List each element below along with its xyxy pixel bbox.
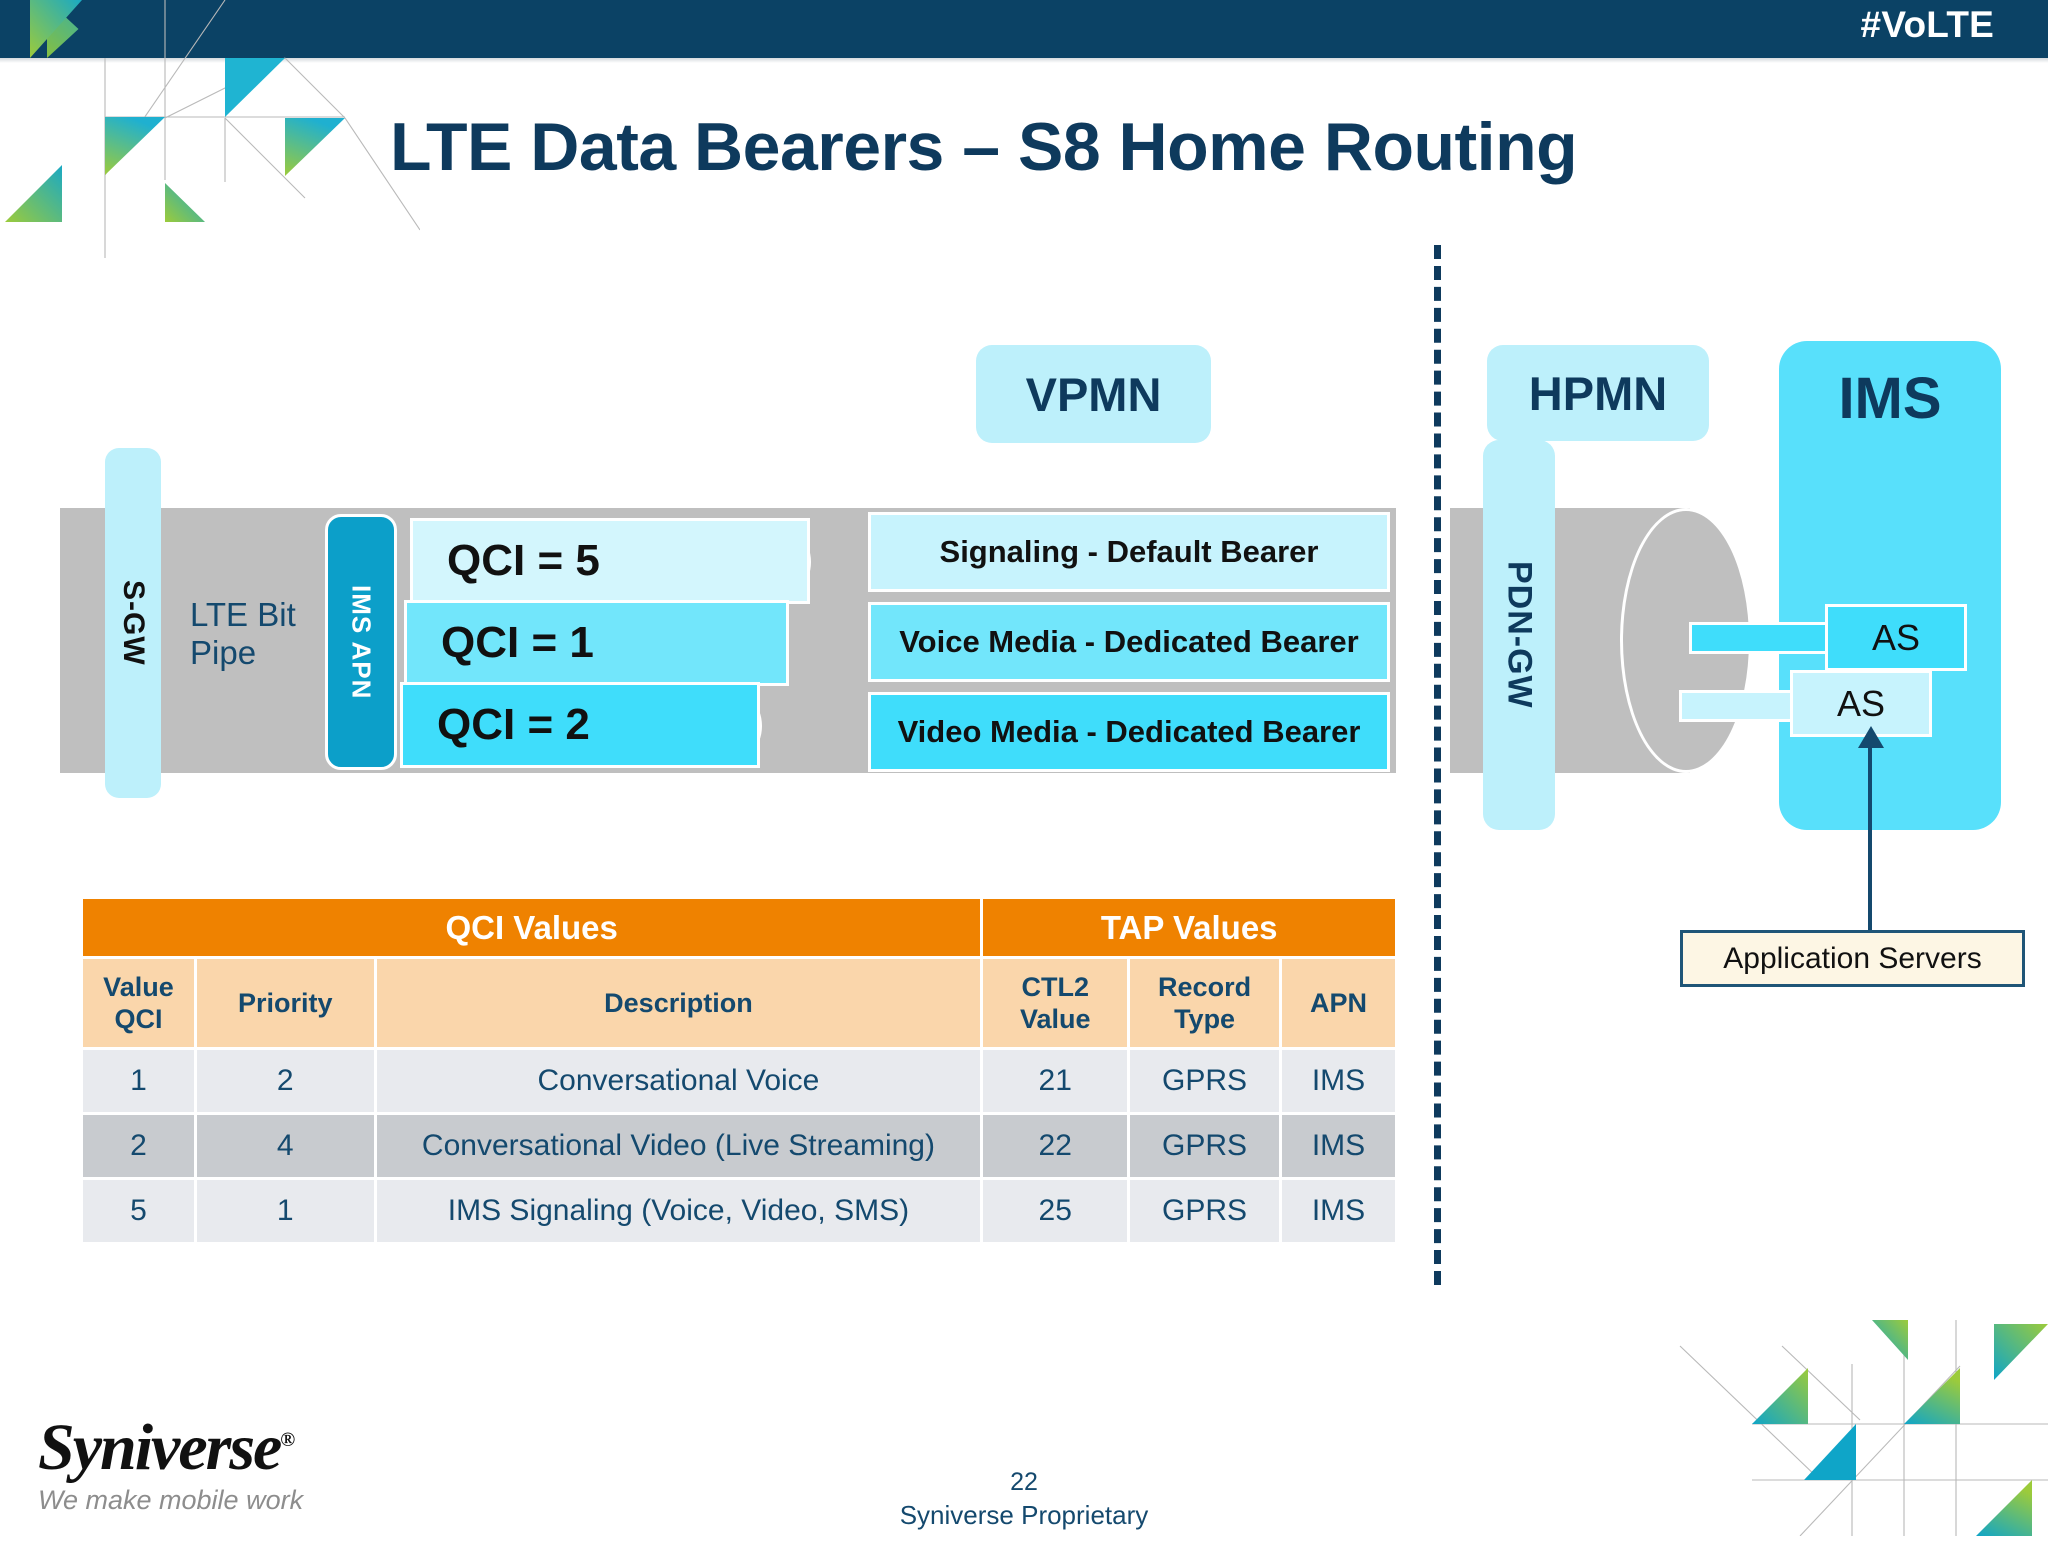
- cell-priority: 4: [196, 1115, 374, 1177]
- col-header-value-qci-line2: QCI: [114, 1004, 163, 1034]
- col-header-record-type: Record Type: [1130, 959, 1280, 1047]
- banner-accent-triangles: [0, 0, 110, 58]
- page-title: LTE Data Bearers – S8 Home Routing: [390, 109, 1578, 185]
- registered-mark-icon: ®: [280, 1429, 295, 1451]
- col-header-apn: APN: [1282, 959, 1395, 1047]
- ims-text: IMS: [1838, 366, 1942, 431]
- col-header-ctl2-line2: Value: [1019, 1004, 1091, 1034]
- bearer-voice-dedicated: Voice Media - Dedicated Bearer: [868, 602, 1390, 682]
- cell-description: IMS Signaling (Voice, Video, SMS): [376, 1180, 981, 1242]
- hpmn-text: HPMN: [1528, 366, 1668, 420]
- pdn-gw-label: PDN-GW: [1500, 561, 1539, 709]
- ims-block: IMS: [1779, 341, 2001, 830]
- table-group-header-row: QCI Values TAP Values: [83, 899, 1395, 956]
- callout-arrow-line: [1868, 740, 1872, 930]
- cell-record-type: GPRS: [1130, 1115, 1280, 1177]
- application-servers-callout: Application Servers: [1680, 930, 2025, 987]
- cell-ctl2-value: 22: [983, 1115, 1128, 1177]
- cell-priority: 1: [196, 1180, 374, 1242]
- col-header-priority: Priority: [196, 959, 374, 1047]
- cell-description: Conversational Voice: [376, 1050, 981, 1112]
- cell-record-type: GPRS: [1130, 1050, 1280, 1112]
- ims-apn-label: IMS APN: [346, 584, 377, 700]
- qci-box-1: QCI = 1: [404, 600, 789, 686]
- cell-apn: IMS: [1282, 1050, 1395, 1112]
- qci-tap-table: QCI Values TAP Values Value QCI Priority…: [80, 896, 1398, 1245]
- lte-bit-pipe-label: LTE Bit Pipe: [190, 596, 296, 671]
- bearer-signaling-default: Signaling - Default Bearer: [868, 512, 1390, 592]
- cell-description: Conversational Video (Live Streaming): [376, 1115, 981, 1177]
- application-server-box-1: AS: [1825, 604, 1967, 671]
- group-header-qci-values: QCI Values: [83, 899, 981, 956]
- vpmn-hpmn-divider: [1434, 245, 1441, 1285]
- col-header-record-line2: Type: [1174, 1004, 1236, 1034]
- syniverse-logo-text: Syniverse: [38, 1411, 282, 1484]
- table-column-header-row: Value QCI Priority Description CTL2 Valu…: [83, 959, 1395, 1047]
- table-row: 5 1 IMS Signaling (Voice, Video, SMS) 25…: [83, 1180, 1395, 1242]
- group-header-tap-values: TAP Values: [983, 899, 1395, 956]
- banner-shadow: [0, 58, 2048, 63]
- bearer-video-dedicated: Video Media - Dedicated Bearer: [868, 692, 1390, 772]
- as-connector-1: [1689, 622, 1829, 654]
- col-header-ctl2-line1: CTL2: [1021, 971, 1089, 1002]
- cell-record-type: GPRS: [1130, 1180, 1280, 1242]
- as-connector-2: [1679, 690, 1797, 722]
- syniverse-logo: Syniverse®: [38, 1410, 295, 1486]
- s-gw-node: S-GW: [105, 448, 161, 798]
- cell-ctl2-value: 25: [983, 1180, 1128, 1242]
- col-header-record-line1: Record: [1158, 971, 1252, 1002]
- callout-arrow-head-icon: [1858, 726, 1884, 748]
- table-row: 2 4 Conversational Video (Live Streaming…: [83, 1115, 1395, 1177]
- banner-triangle-icon: [0, 0, 110, 58]
- page-number: 22: [1010, 1468, 1038, 1496]
- cell-apn: IMS: [1282, 1115, 1395, 1177]
- qci-box-2: QCI = 2: [400, 682, 760, 768]
- vpmn-text: VPMN: [1025, 367, 1162, 421]
- col-header-value-qci-line1: Value: [103, 971, 174, 1002]
- hashtag-volte: #VoLTE: [1860, 4, 1994, 45]
- cell-value-qci: 5: [83, 1180, 194, 1242]
- col-header-value-qci: Value QCI: [83, 959, 194, 1047]
- pdn-gw-node: PDN-GW: [1483, 440, 1555, 830]
- hpmn-label: HPMN: [1487, 345, 1709, 441]
- cell-ctl2-value: 21: [983, 1050, 1128, 1112]
- table-row: 1 2 Conversational Voice 21 GPRS IMS: [83, 1050, 1395, 1112]
- s-gw-label: S-GW: [117, 580, 150, 666]
- ims-apn-node: IMS APN: [325, 514, 397, 770]
- cell-priority: 2: [196, 1050, 374, 1112]
- qci-box-5: QCI = 5: [410, 518, 810, 604]
- col-header-description: Description: [376, 959, 981, 1047]
- cell-apn: IMS: [1282, 1180, 1395, 1242]
- top-banner: #VoLTE: [0, 0, 2048, 58]
- col-header-ctl2-value: CTL2 Value: [983, 959, 1128, 1047]
- proprietary-notice: Syniverse Proprietary: [899, 1500, 1149, 1530]
- vpmn-label: VPMN: [976, 345, 1211, 443]
- application-server-box-2: AS: [1790, 670, 1932, 737]
- cell-value-qci: 1: [83, 1050, 194, 1112]
- cell-value-qci: 2: [83, 1115, 194, 1177]
- syniverse-tagline: We make mobile work: [38, 1485, 304, 1515]
